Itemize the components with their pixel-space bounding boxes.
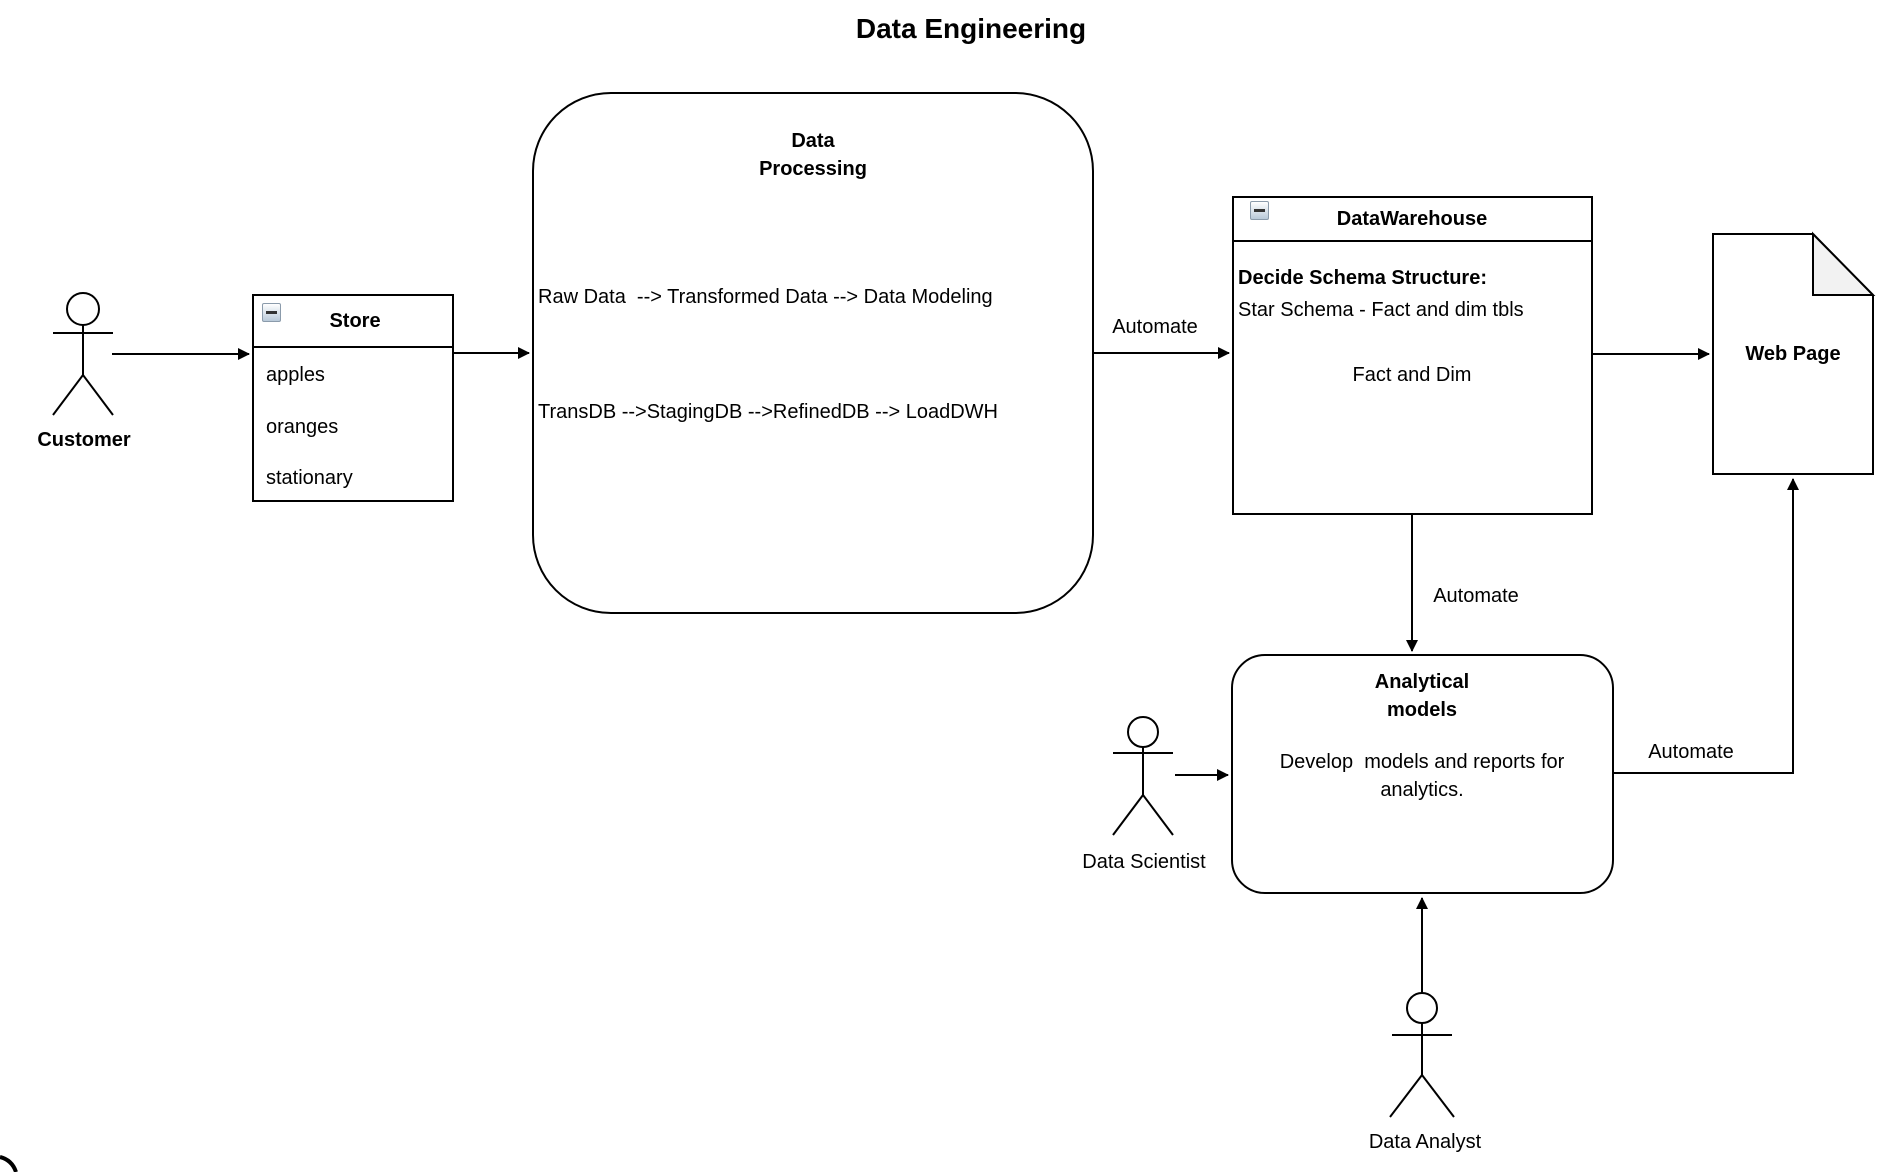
datawarehouse-outline bbox=[1232, 196, 1593, 515]
edge-label-automate-dp-dw: Automate bbox=[1112, 316, 1198, 338]
collapse-icon[interactable] bbox=[1250, 201, 1269, 220]
actor-data-scientist[interactable] bbox=[1112, 716, 1174, 836]
minus-icon bbox=[266, 311, 277, 314]
edge-analytical-models-to-web-page[interactable] bbox=[1613, 478, 1799, 774]
data-analyst-leg-left bbox=[1389, 1074, 1423, 1118]
store-item-stationary: stationary bbox=[266, 467, 353, 489]
data-processing-title-line-2: Processing bbox=[759, 158, 867, 180]
data-analyst-leg-right bbox=[1421, 1074, 1455, 1118]
store-item-apples: apples bbox=[266, 364, 325, 386]
datawarehouse-box[interactable] bbox=[1232, 196, 1593, 515]
web-page-label: Web Page bbox=[1745, 343, 1841, 365]
web-page-shape[interactable] bbox=[1712, 231, 1876, 475]
edge-label-automate-dw-am: Automate bbox=[1433, 585, 1519, 607]
data-processing-flow-line-1: Raw Data --> Transformed Data --> Data M… bbox=[538, 286, 993, 308]
minus-icon bbox=[1254, 209, 1265, 212]
datawarehouse-title: DataWarehouse bbox=[1336, 208, 1488, 230]
data-scientist-label: Data Scientist bbox=[1082, 851, 1206, 873]
web-page-fold-corner bbox=[1812, 231, 1876, 296]
data-processing-flow-line-2: TransDB -->StagingDB -->RefinedDB --> Lo… bbox=[538, 401, 998, 423]
diagram-title: Data Engineering bbox=[855, 13, 1087, 44]
data-scientist-leg-left bbox=[1112, 794, 1144, 836]
datawarehouse-line-2: Star Schema - Fact and dim tbls bbox=[1238, 299, 1524, 321]
analytical-models-title: Analytical models bbox=[1375, 668, 1469, 724]
customer-label: Customer bbox=[37, 429, 131, 451]
customer-leg-right bbox=[82, 374, 114, 416]
analytical-models-title-line-1: Analytical bbox=[1374, 671, 1470, 693]
data-analyst-label: Data Analyst bbox=[1368, 1131, 1482, 1153]
data-scientist-head bbox=[1127, 716, 1159, 748]
store-box-outline bbox=[252, 294, 454, 502]
store-title: Store bbox=[329, 310, 381, 332]
customer-leg-left bbox=[52, 374, 84, 416]
customer-head bbox=[66, 292, 100, 326]
actor-customer[interactable] bbox=[52, 292, 114, 416]
data-scientist-leg-right bbox=[1142, 794, 1174, 836]
analytical-models-body-line-1: Develop models and reports for bbox=[1279, 751, 1565, 773]
datawarehouse-line-3: Fact and Dim bbox=[1352, 364, 1472, 386]
datawarehouse-line-1: Decide Schema Structure: bbox=[1238, 267, 1487, 289]
data-analyst-head bbox=[1406, 992, 1438, 1024]
analytical-models-body-line-2: analytics. bbox=[1380, 779, 1464, 801]
analytical-models-title-line-2: models bbox=[1386, 699, 1458, 721]
corner-artifact-curve bbox=[0, 1155, 18, 1172]
collapse-icon[interactable] bbox=[262, 303, 281, 322]
actor-data-analyst[interactable] bbox=[1389, 992, 1455, 1118]
store-box[interactable] bbox=[252, 294, 454, 502]
edge-label-automate-am-web: Automate bbox=[1648, 741, 1734, 763]
analytical-models-body: Develop models and reports for analytics. bbox=[1280, 748, 1565, 804]
store-item-oranges: oranges bbox=[266, 416, 339, 438]
data-processing-title-line-1: Data bbox=[791, 130, 835, 152]
